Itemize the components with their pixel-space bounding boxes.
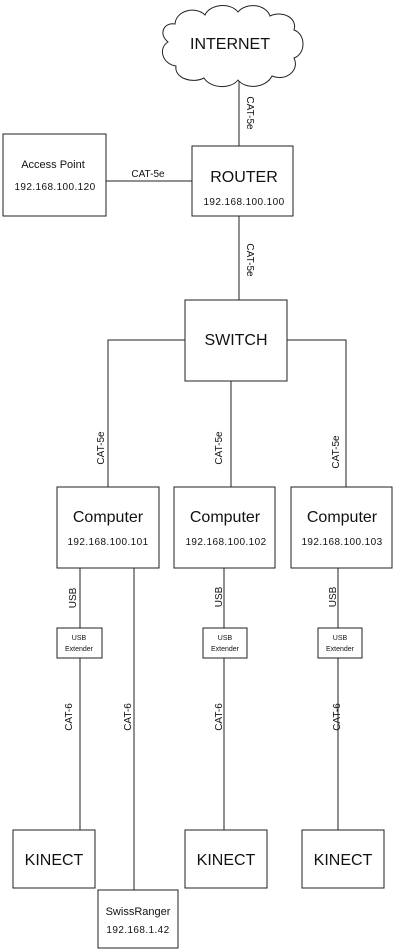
kinect-3: KINECT: [301, 829, 385, 889]
kinect-2: KINECT: [184, 829, 268, 889]
computer-3: Computer 192.168.100.103: [290, 486, 393, 569]
usb-extender-3: USB Extender: [317, 627, 363, 659]
computer-2: Computer 192.168.100.102: [173, 486, 276, 569]
computer-3-ip: 192.168.100.103: [301, 537, 382, 548]
swissranger-box: [97, 889, 179, 949]
kinect-1-label: KINECT: [25, 852, 84, 869]
computer-2-ip: 192.168.100.102: [185, 537, 266, 548]
label-computer1-usb-cable: USB: [68, 587, 79, 608]
internet-label: INTERNET: [190, 36, 270, 53]
usb-extender-2: USB Extender: [202, 627, 248, 659]
access-point-label: Access Point: [21, 159, 85, 171]
label-extender3-kinect-cable: CAT-6: [332, 703, 343, 731]
swissranger-ip: 192.168.1.42: [106, 925, 169, 936]
label-swissranger-cable: CAT-6: [123, 703, 134, 731]
computer-2-label: Computer: [190, 509, 261, 526]
usb-extender-2-line2: Extender: [211, 646, 240, 653]
router-ip: 192.168.100.100: [203, 197, 284, 208]
switch-box: [184, 299, 288, 382]
label-internet-router-cable: CAT-5e: [244, 96, 255, 130]
router-box: [191, 145, 294, 217]
kinect-3-label: KINECT: [314, 852, 373, 869]
computer-1-label: Computer: [73, 509, 144, 526]
usb-extender-1-line1: USB: [72, 635, 87, 642]
computer-1: Computer 192.168.100.101: [56, 486, 160, 569]
router-label: ROUTER: [210, 169, 278, 186]
computer-1-ip: 192.168.100.101: [67, 537, 148, 548]
access-point-box: [2, 133, 107, 217]
kinect-1: KINECT: [12, 829, 96, 889]
usb-extender-2-line1: USB: [218, 635, 233, 642]
label-computer2-usb-cable: USB: [214, 586, 225, 607]
label-switch-computer2-cable: CAT-5e: [214, 431, 225, 465]
kinect-2-label: KINECT: [197, 852, 256, 869]
usb-extender-3-line2: Extender: [326, 646, 355, 653]
usb-extender-3-line1: USB: [333, 635, 348, 642]
label-extender1-kinect-cable: CAT-6: [64, 703, 75, 731]
internet-cloud-icon: [161, 5, 304, 87]
switch-computer3-link: [287, 339, 347, 487]
label-switch-computer3-cable: CAT-5e: [331, 435, 342, 469]
computer-3-label: Computer: [307, 509, 378, 526]
swissranger-label: SwissRanger: [106, 906, 171, 918]
switch-label: SWITCH: [204, 332, 267, 349]
label-router-switch-cable: CAT-5e: [244, 243, 255, 277]
label-ap-router-cable: CAT-5e: [131, 169, 165, 180]
label-switch-computer1-cable: CAT-5e: [96, 431, 107, 465]
switch-computer1-link: [107, 339, 185, 487]
usb-extender-1: USB Extender: [56, 627, 103, 659]
label-computer3-usb-cable: USB: [328, 586, 339, 607]
label-extender2-kinect-cable: CAT-6: [214, 703, 225, 731]
access-point-ip: 192.168.100.120: [14, 182, 95, 193]
usb-extender-1-line2: Extender: [65, 646, 94, 653]
